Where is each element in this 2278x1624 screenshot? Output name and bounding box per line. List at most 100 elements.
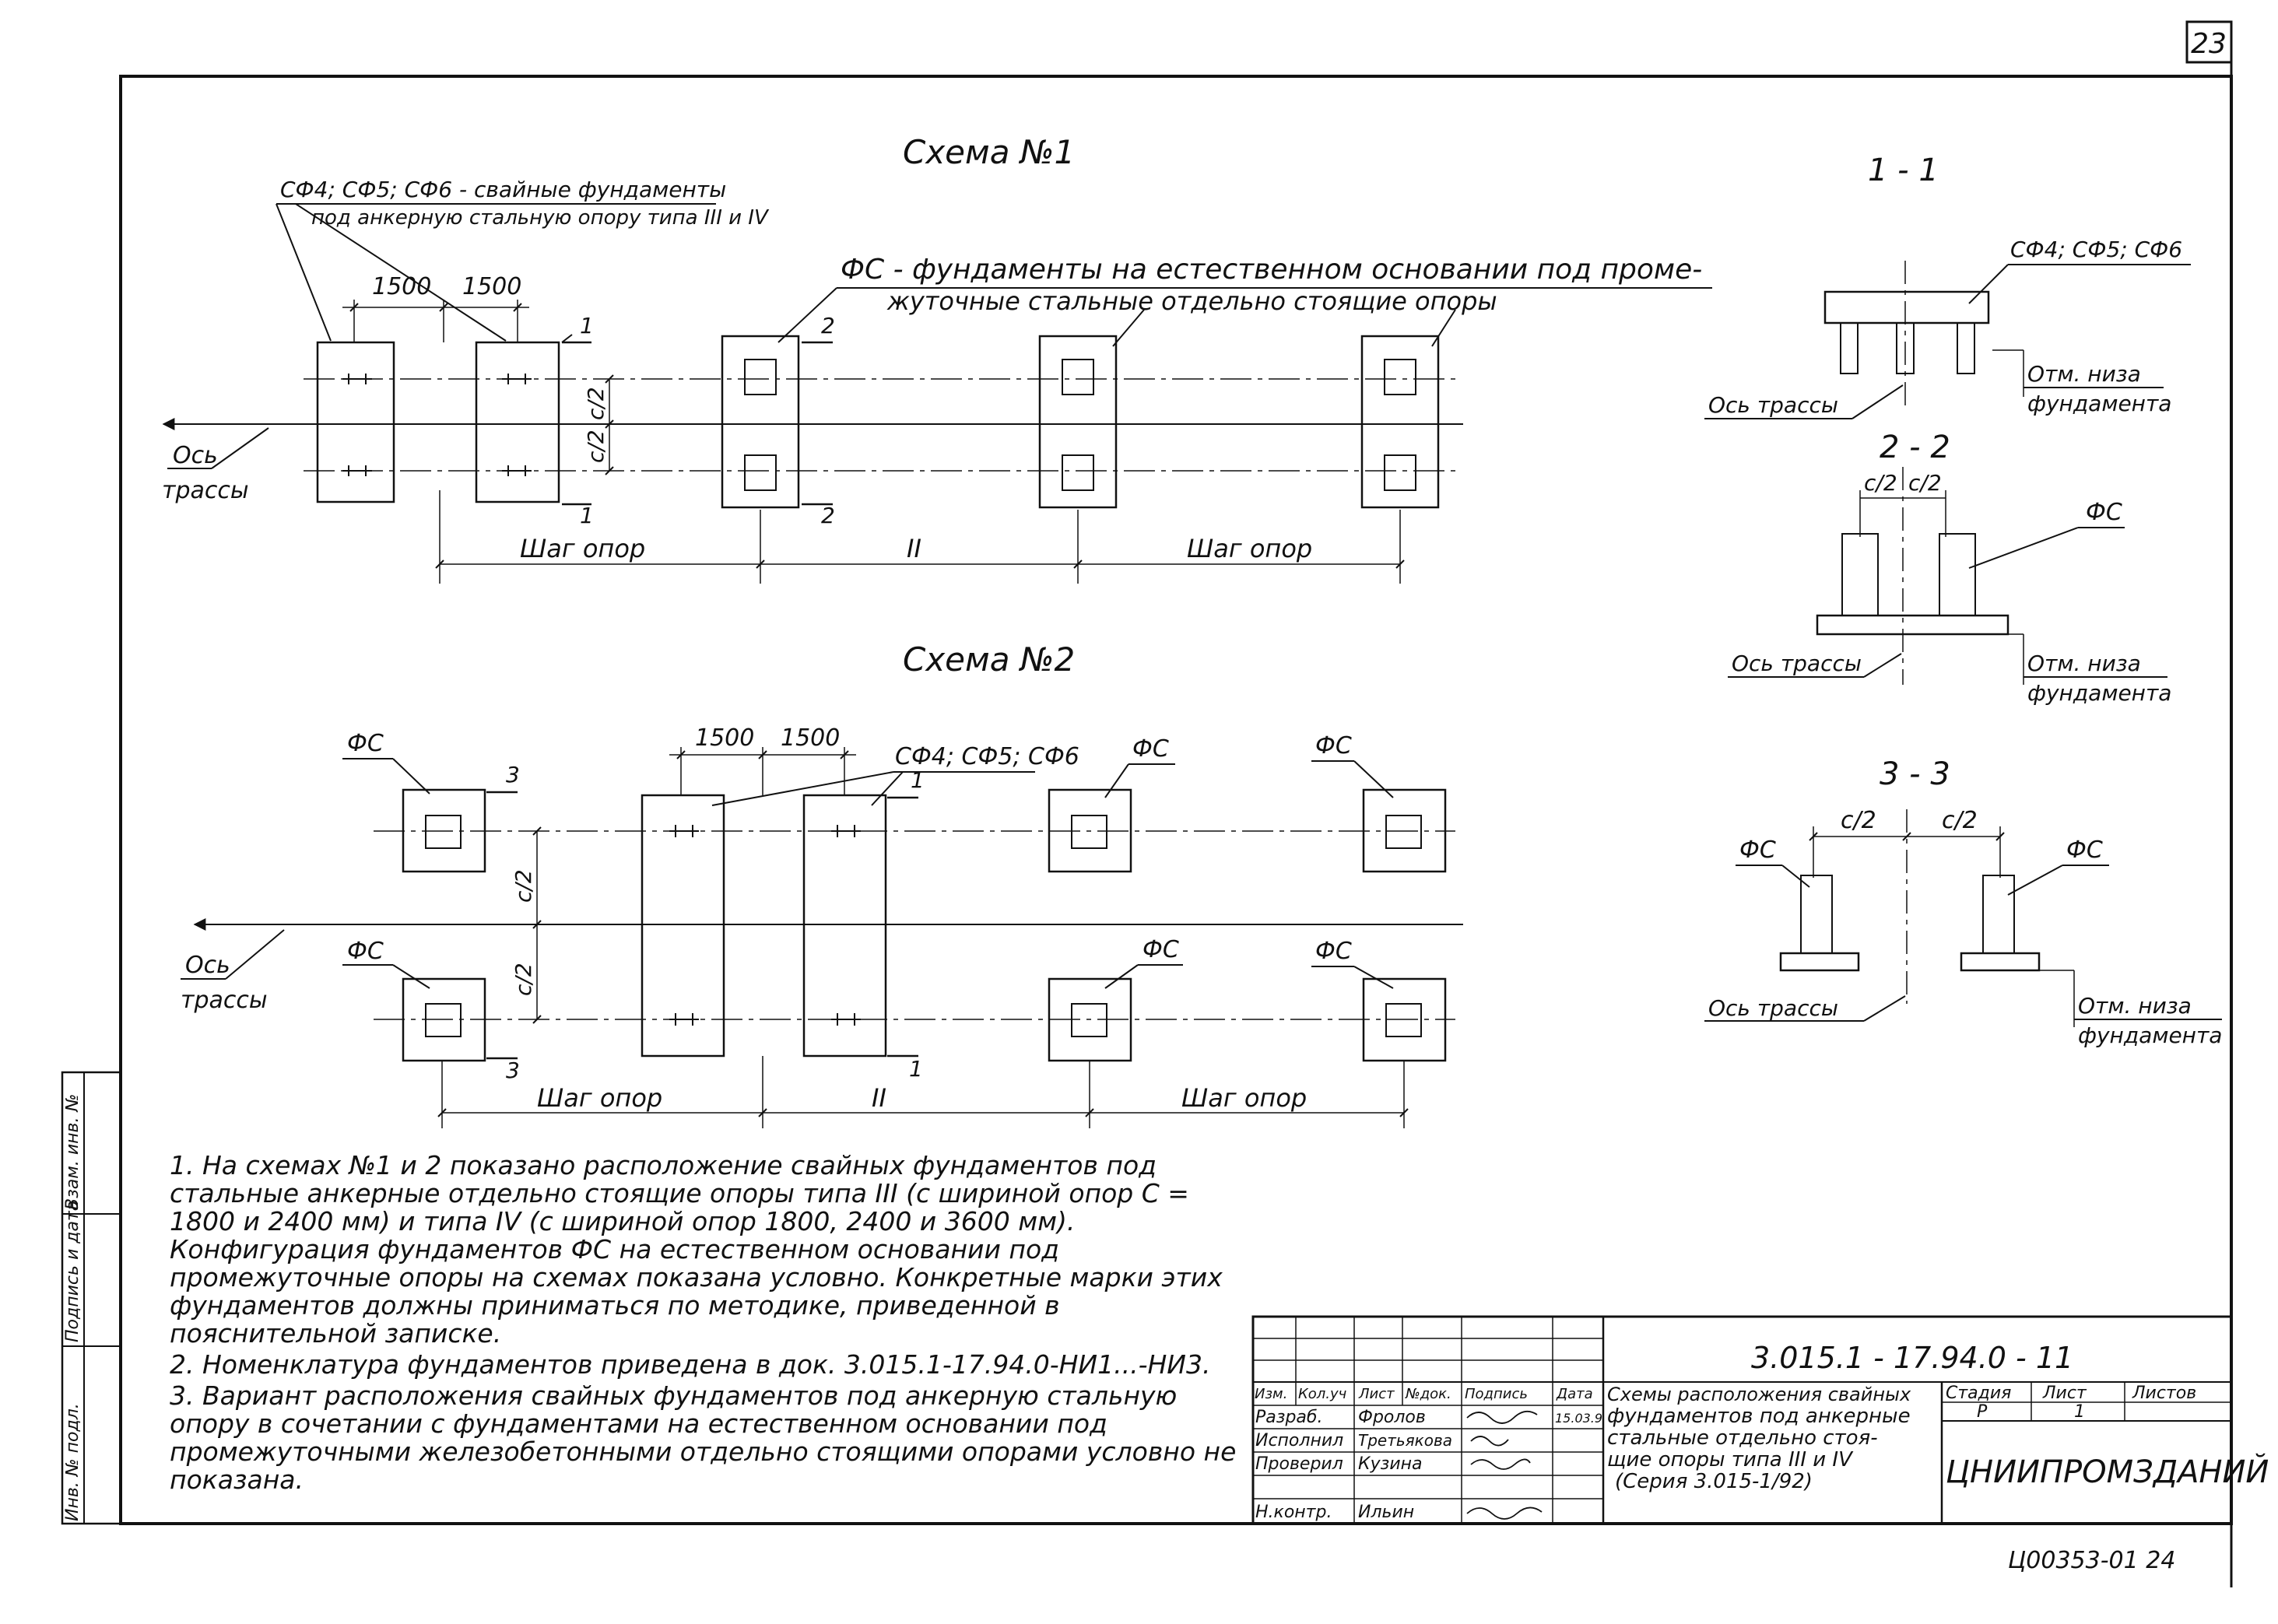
section-3-3: 3 - 3 с/2 с/2 ФС ФС Ось трассы Отм. низа… (1704, 756, 2222, 1048)
tb-desc-1: фундаментов под анкерные (1607, 1405, 1911, 1428)
section-3-3-fs-right: ФС (2066, 837, 2103, 864)
pile-s2-1 (641, 794, 725, 1058)
scheme-1-axis-2: трассы (162, 477, 249, 504)
note-2: 2. Номенклатура фундаментов приведена в … (170, 1349, 1211, 1380)
stamp-podpis-data: Подпись и дата (63, 1201, 82, 1342)
pile-s2-2 (802, 794, 887, 1058)
tb-role-4: Н.контр. (1255, 1503, 1332, 1522)
footer-code: Ц00353-01 24 (2008, 1547, 2175, 1574)
section-2-2-c2b: с/2 (1908, 470, 1942, 496)
section-1-1-title: 1 - 1 (1868, 153, 1939, 188)
tb-desc-4: (Серия 3.015-1/92) (1615, 1470, 1813, 1493)
tb-h-izm: Изм. (1255, 1386, 1287, 1402)
scheme-1-pile-label-2: под анкерную стальную опору типа III и I… (311, 206, 770, 230)
tb-h-podpis: Подпись (1465, 1386, 1528, 1402)
scheme-2-sec1-bot: 1 (909, 1056, 923, 1082)
section-3-3-c2b: с/2 (1942, 807, 1978, 834)
pile-foundation-2 (475, 341, 560, 503)
notes: 1. На схемах №1 и 2 показано расположени… (170, 1152, 1259, 1497)
scheme-2-step-left: Шаг опор (537, 1083, 662, 1113)
tb-name-4: Ильин (1358, 1503, 1414, 1522)
section-3-3-mark-1: Отм. низа (2078, 993, 2192, 1019)
fs-s2-1 (402, 788, 486, 873)
tb-h-koluch: Кол.уч (1298, 1386, 1346, 1402)
tb-h-data: Дата (1556, 1386, 1593, 1402)
scheme-2: Схема №2 Ось трассы ФС ФС (181, 640, 1463, 1128)
scheme-2-dim-c2-a: с/2 (511, 869, 536, 903)
scheme-1-dim-c2-a: с/2 (583, 387, 609, 420)
scheme-2-dim-1500-a: 1500 (695, 724, 754, 752)
stamp-inv-podl: Инв. № подл. (63, 1403, 82, 1521)
tb-name-0: Фролов (1358, 1408, 1426, 1427)
section-2-2-mark-1: Отм. низа (2027, 651, 2141, 676)
scheme-1-step-right: Шаг опор (1187, 534, 1312, 563)
scheme-1-dim-1500-a: 1500 (372, 273, 431, 300)
sheet-number: 23 (2191, 28, 2227, 60)
scheme-2-sec3-top: 3 (506, 762, 520, 787)
note-1: 1. На схемах №1 и 2 показано расположени… (170, 1150, 1223, 1349)
tb-role-0: Разраб. (1255, 1408, 1322, 1427)
scheme-2-step-mid: II (872, 1083, 886, 1113)
tb-sheets-header: Листов (2132, 1384, 2196, 1403)
scheme-2-fs-3: ФС (1132, 735, 1169, 763)
section-2-2-fs: ФС (2086, 499, 2122, 526)
fs-foundation-3 (1360, 335, 1440, 509)
tb-h-list: Лист (1358, 1386, 1395, 1402)
tb-sheet-value: 1 (2074, 1402, 2085, 1422)
fs-s2-3 (1048, 788, 1132, 873)
tb-stage-header: Стадия (1946, 1384, 2011, 1403)
scheme-2-title: Схема №2 (903, 640, 1075, 679)
signature-2 (1470, 1436, 1509, 1447)
scheme-1-sec2-top: 2 (821, 313, 835, 338)
scheme-1-step-left: Шаг опор (520, 534, 645, 563)
section-2-2-mark-2: фундамента (2027, 680, 2171, 706)
scheme-1-step-mid: II (907, 534, 921, 563)
stamp-vzam-inv: Взам. инв. № (63, 1094, 82, 1210)
scheme-2-step-right: Шаг опор (1181, 1083, 1307, 1113)
fs-s2-2 (402, 977, 486, 1062)
note-3: 3. Вариант расположения свайных фундамен… (170, 1380, 1237, 1495)
scheme-1-sec2-bot: 2 (821, 503, 835, 528)
scheme-1-dim-1500-b: 1500 (462, 273, 521, 300)
tb-desc-2: стальные отдельно стоя- (1607, 1426, 1878, 1450)
scheme-1-axis-1: Ось (173, 442, 218, 469)
section-2-2-title: 2 - 2 (1880, 430, 1950, 465)
scheme-2-fs-5: ФС (1143, 936, 1179, 963)
title-block: 3.015.1 - 17.94.0 - 11 Изм. Кол.уч Лист … (1251, 1315, 2269, 1525)
scheme-2-fs-4: ФС (1315, 732, 1352, 759)
fs-s2-5 (1362, 788, 1447, 873)
section-1-1-mark-1: Отм. низа (2027, 361, 2141, 387)
tb-role-2: Проверил (1255, 1454, 1343, 1474)
scheme-1-fs-label: ФС - фундаменты на естественном основани… (841, 254, 1702, 286)
scheme-1-title: Схема №1 (903, 133, 1075, 171)
scheme-2-pile-label: СФ4; СФ5; СФ6 (895, 743, 1079, 770)
tb-desc-0: Схемы расположения свайных (1607, 1384, 1911, 1405)
scheme-1-fs-label-2: жуточные стальные отдельно стоящие опоры (886, 286, 1497, 316)
tb-stage-value: Р (1977, 1402, 1988, 1422)
scheme-2-fs-6: ФС (1315, 938, 1352, 965)
title-doc-code: 3.015.1 - 17.94.0 - 11 (1751, 1341, 2073, 1375)
section-3-3-title: 3 - 3 (1880, 756, 1950, 792)
section-2-2: 2 - 2 с/2 с/2 ФС Ось трассы Отм. низа фу… (1728, 430, 2171, 706)
scheme-2-dim-1500-b: 1500 (781, 724, 840, 752)
signature-3 (1470, 1458, 1531, 1470)
tb-sheet-header: Лист (2042, 1384, 2087, 1403)
scheme-1-sec1-bot: 1 (580, 503, 594, 528)
scheme-2-dim-c2-b: с/2 (511, 963, 536, 996)
section-1-1: 1 - 1 СФ4; СФ5; СФ6 Ось трассы Отм. низа… (1704, 153, 2191, 419)
pile-foundation-1 (316, 341, 395, 503)
scheme-2-fs-2: ФС (347, 938, 384, 965)
scheme-2-axis-1: Ось (185, 952, 230, 979)
scheme-2-axis-2: трассы (181, 987, 268, 1014)
side-stamp: Инв. № подл. Подпись и дата Взам. инв. № (61, 1071, 122, 1525)
tb-role-1: Исполнил (1255, 1431, 1343, 1450)
scheme-1-dim-c2-b: с/2 (583, 430, 609, 463)
scheme-1-fs-group (721, 335, 1440, 509)
section-2-2-axis: Ось трассы (1732, 651, 1862, 676)
scheme-2-sec3-bot: 3 (506, 1058, 520, 1083)
tb-date-0: 15.03.9 (1555, 1411, 1602, 1426)
signature-1 (1466, 1410, 1538, 1424)
section-3-3-c2a: с/2 (1841, 807, 1876, 834)
tb-h-ndok: №док. (1405, 1386, 1451, 1402)
scheme-2-sec1-top: 1 (911, 767, 925, 793)
